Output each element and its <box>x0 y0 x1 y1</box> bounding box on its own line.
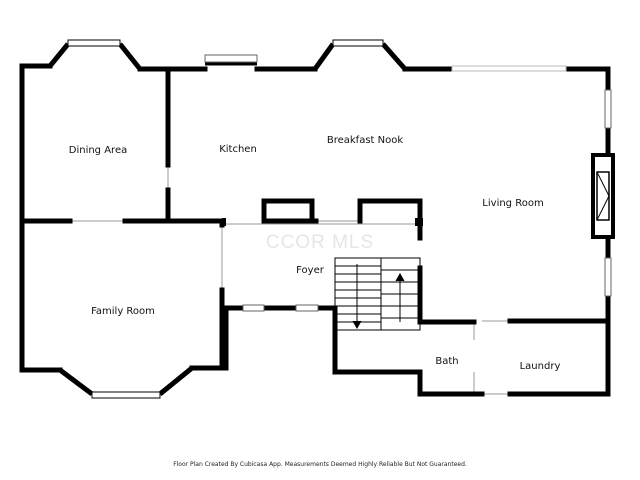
room-label-living-room: Living Room <box>482 198 543 209</box>
footer-disclaimer: Floor Plan Created By Cubicasa App. Meas… <box>173 461 467 468</box>
watermark: CCOR MLS <box>266 232 374 253</box>
room-label-dining-area: Dining Area <box>69 145 127 156</box>
dining-bay-window <box>67 39 121 47</box>
room-label-breakfast-nook: Breakfast Nook <box>327 135 403 146</box>
room-label-kitchen: Kitchen <box>219 144 257 155</box>
windows <box>204 54 612 312</box>
room-label-laundry: Laundry <box>520 361 561 372</box>
walls <box>19 63 611 397</box>
thin-lines <box>70 165 510 395</box>
stairs <box>334 257 421 331</box>
kitchen-window <box>204 54 258 63</box>
living-right-window-top <box>604 89 612 129</box>
fireplace <box>591 153 615 239</box>
room-label-family-room: Family Room <box>91 306 155 317</box>
family-bay-window <box>91 391 161 399</box>
foyer-window-left <box>242 304 265 312</box>
nook-bay-window <box>332 39 384 47</box>
bay-windows <box>48 39 407 399</box>
room-label-bath: Bath <box>435 356 458 367</box>
room-labels: Dining Area Kitchen Breakfast Nook Livin… <box>69 135 561 372</box>
living-right-window-bottom <box>604 257 612 297</box>
corner-blocks <box>222 218 423 226</box>
foyer-window-right <box>295 304 319 312</box>
room-label-foyer: Foyer <box>296 265 325 276</box>
living-top-window <box>451 65 567 72</box>
